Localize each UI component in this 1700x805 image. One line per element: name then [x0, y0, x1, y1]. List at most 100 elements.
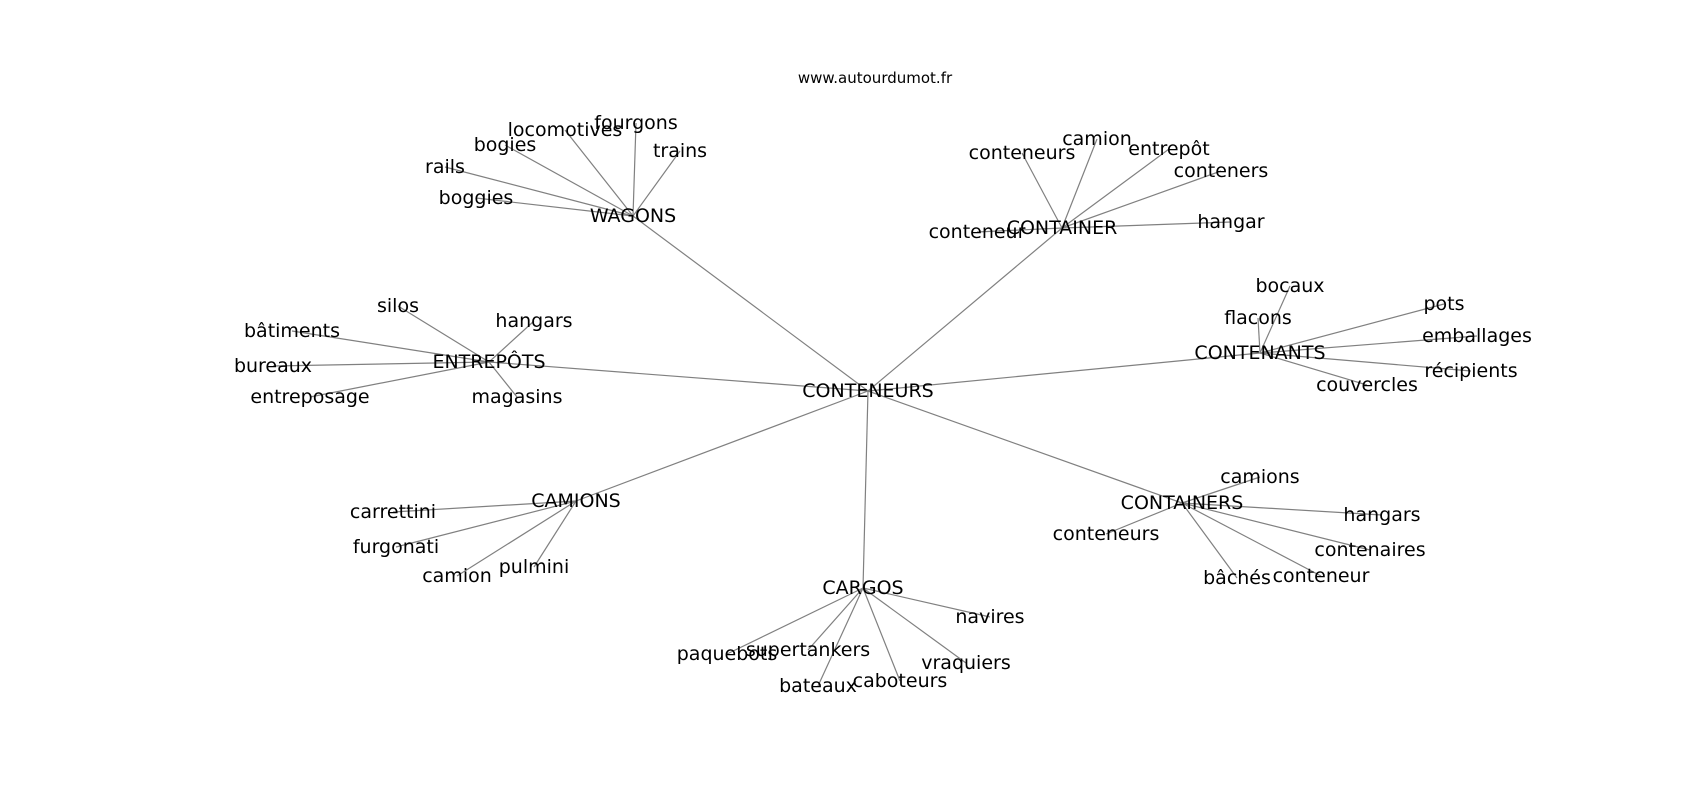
edge-group-to-word: [1061, 170, 1222, 229]
edge-root-to-group: [862, 390, 869, 589]
edge-group-to-word: [475, 197, 634, 217]
word-node-label: carrettini: [350, 501, 436, 523]
word-node-label: contenaires: [1314, 539, 1425, 561]
group-node-label: CONTAINERS: [1121, 492, 1244, 514]
edge-group-to-word: [533, 500, 577, 568]
edge-group-to-word: [1259, 352, 1472, 372]
word-node-label: hangars: [1343, 504, 1420, 526]
edge-group-to-word: [1259, 352, 1368, 386]
edge-root-to-group: [867, 390, 1183, 504]
group-node-label: CONTAINER: [1007, 217, 1118, 239]
word-node-label: paquebots: [677, 643, 778, 665]
edge-group-to-word: [309, 361, 490, 398]
word-node-label: rails: [425, 156, 465, 178]
edge-group-to-word: [291, 330, 490, 363]
word-node-label: bogies: [474, 134, 537, 156]
word-node-label: boggies: [439, 187, 514, 209]
edge-group-to-word: [504, 144, 634, 217]
word-node-label: conteners: [1174, 160, 1269, 182]
edge-layer: [272, 122, 1478, 687]
word-node-label: couvercles: [1316, 374, 1418, 396]
word-node-label: emballages: [1422, 325, 1532, 347]
word-node-label: bâtiments: [244, 320, 340, 342]
group-node-label: CAMIONS: [531, 490, 621, 512]
edge-group-to-word: [1061, 148, 1170, 229]
edge-group-to-word: [632, 122, 637, 217]
word-node-label: caboteurs: [853, 670, 948, 692]
word-node-label: vraquiers: [921, 652, 1010, 674]
word-node-label: silos: [377, 295, 419, 317]
edge-group-to-word: [1061, 221, 1232, 229]
edge-group-to-word: [397, 305, 490, 363]
edge-group-to-word: [564, 129, 634, 217]
edge-group-to-word: [862, 587, 901, 682]
group-node-label: CONTENANTS: [1194, 342, 1325, 364]
word-node-label: hangars: [495, 310, 572, 332]
word-node-label: magasins: [472, 386, 563, 408]
edge-root-to-group: [867, 227, 1063, 392]
edge-group-to-word: [726, 587, 864, 655]
word-node-label: conteneur: [929, 221, 1026, 243]
edge-group-to-word: [1181, 502, 1371, 551]
word-node-label: conteneurs: [969, 142, 1076, 164]
word-node-label: camion: [422, 565, 492, 587]
edge-group-to-word: [807, 587, 864, 651]
source-label: www.autourdumot.fr: [798, 69, 953, 87]
root-node-label: CONTENEURS: [802, 380, 933, 402]
edge-root-to-group: [632, 215, 869, 392]
word-node-label: conteneur: [1273, 565, 1370, 587]
edge-group-to-word: [1181, 476, 1261, 504]
word-node-label: locomotives: [508, 119, 623, 141]
edge-group-to-word: [1259, 303, 1445, 354]
group-node-label: ENTREPÔTS: [432, 349, 545, 373]
edge-group-to-word: [1021, 152, 1063, 229]
group-node-label: WAGONS: [590, 205, 676, 227]
edge-group-to-word: [444, 166, 634, 217]
word-node-label: bocaux: [1255, 275, 1324, 297]
edge-group-to-word: [976, 227, 1063, 233]
word-node-label: bâchés: [1203, 567, 1271, 589]
edge-group-to-word: [456, 500, 577, 577]
word-node-label: trains: [653, 140, 707, 162]
word-node-label: entrepôt: [1128, 138, 1209, 160]
word-node-label: entreposage: [250, 386, 369, 408]
edge-group-to-word: [395, 500, 577, 548]
edge-group-to-word: [1181, 502, 1322, 577]
edge-root-to-group: [488, 361, 869, 392]
edge-group-to-word: [1181, 502, 1238, 579]
edge-root-to-group: [575, 390, 869, 502]
word-node-label: camion: [1062, 128, 1132, 150]
edge-group-to-word: [817, 587, 864, 687]
edge-group-to-word: [488, 361, 518, 398]
word-node-label: pulmini: [499, 556, 570, 578]
edge-group-to-word: [1061, 138, 1098, 229]
label-layer: CONTENEURS WAGONS fourgonslocomotivesbogie…: [234, 112, 1532, 697]
word-node-label: supertankers: [746, 639, 870, 661]
edge-group-to-word: [632, 150, 681, 217]
edge-group-to-word: [392, 500, 577, 513]
word-node-label: récipients: [1424, 360, 1517, 382]
edge-root-to-group: [867, 352, 1261, 392]
edge-group-to-word: [1181, 502, 1383, 516]
edge-group-to-word: [1259, 335, 1478, 354]
edge-group-to-word: [862, 587, 991, 618]
word-node-label: camions: [1220, 466, 1299, 488]
word-node-label: bateaux: [779, 675, 857, 697]
word-node-label: hangar: [1197, 211, 1264, 233]
word-node-label: flacons: [1224, 307, 1292, 329]
edge-group-to-word: [862, 587, 967, 664]
word-node-label: pots: [1423, 293, 1464, 315]
word-node-label: bureaux: [234, 355, 312, 377]
word-node-label: fourgons: [594, 112, 677, 134]
edge-group-to-word: [1259, 285, 1291, 354]
edge-group-to-word: [1257, 317, 1261, 354]
word-node-label: conteneurs: [1053, 523, 1160, 545]
edge-group-to-word: [272, 361, 490, 367]
word-node-label: furgonati: [353, 536, 439, 558]
edge-group-to-word: [1105, 502, 1183, 535]
group-node-label: CARGOS: [822, 577, 903, 599]
edge-group-to-word: [488, 320, 535, 363]
word-node-label: navires: [955, 606, 1024, 628]
